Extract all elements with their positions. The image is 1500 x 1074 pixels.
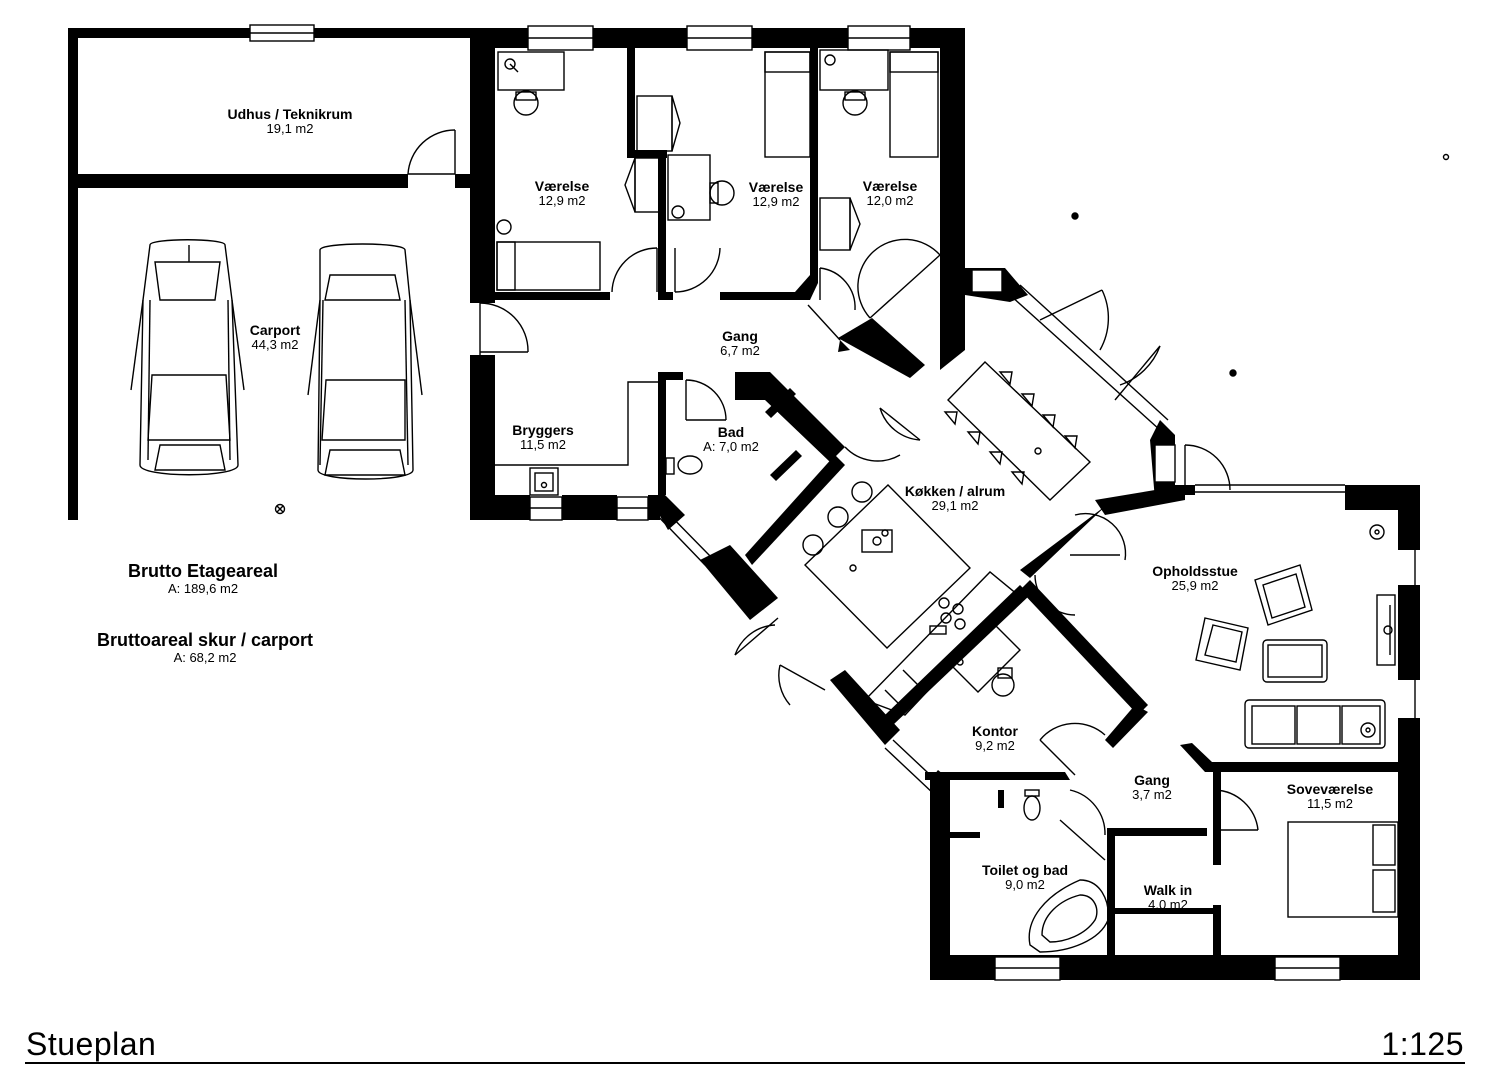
kitchen-walls — [830, 268, 1185, 745]
drawing-scale: 1:125 — [1381, 1026, 1464, 1062]
south-wing-walls — [930, 765, 1420, 981]
dining-table — [943, 361, 1092, 501]
room-area: 25,9 m2 — [1171, 578, 1219, 594]
room-area: 12,0 m2 — [866, 193, 914, 209]
footer-rule — [25, 1062, 1465, 1064]
room-name: Toilet og bad — [981, 862, 1069, 878]
room-area: A: 7,0 m2 — [703, 439, 759, 455]
room-label-bad: Bad A: 7,0 m2 — [703, 424, 759, 455]
living-door — [1034, 444, 1231, 616]
room-label-vaerelse-2: Værelse 12,9 m2 — [749, 179, 803, 210]
carport-drain — [274, 503, 286, 515]
bedroom-furniture — [496, 49, 939, 291]
bedroom-doors — [611, 238, 941, 341]
room-label-carport: Carport 44,3 m2 — [250, 322, 301, 353]
room-name: Køkken / alrum — [904, 483, 1006, 499]
room-name: Gang — [722, 328, 758, 344]
car-right — [307, 243, 423, 480]
bryggers-bad-walls — [648, 372, 845, 620]
room-label-walkin: Walk in 4,0 m2 — [1144, 882, 1193, 913]
north-wing-walls — [470, 25, 965, 521]
room-area: 9,0 m2 — [1005, 877, 1045, 893]
bryggers-exterior-door — [479, 302, 529, 355]
room-label-udhus: Udhus / Teknikrum 19,1 m2 — [228, 106, 353, 137]
office-furniture — [947, 619, 1021, 697]
drawing-title: Stueplan — [26, 1026, 157, 1062]
room-label-bryggers: Bryggers 11,5 m2 — [512, 422, 573, 453]
room-name: Carport — [249, 322, 301, 338]
room-area: 44,3 m2 — [251, 337, 299, 353]
udhus-door — [407, 129, 456, 175]
room-label-opholdsstue: Opholdsstue 25,9 m2 — [1152, 563, 1238, 594]
room-area: 9,2 m2 — [975, 738, 1015, 754]
bedroom-walls — [495, 48, 965, 370]
room-area: 11,5 m2 — [1306, 796, 1353, 812]
summary-area: A: 189,6 m2 — [167, 580, 239, 596]
room-area: 29,1 m2 — [931, 498, 979, 514]
kitchen-island — [802, 481, 971, 649]
room-area: 19,1 m2 — [266, 121, 314, 137]
car-left — [130, 239, 245, 476]
room-area: 4,0 m2 — [1148, 897, 1188, 913]
room-name: Bryggers — [512, 422, 574, 438]
living-furniture — [1195, 524, 1396, 749]
bed — [1287, 821, 1399, 918]
exterior-markers — [1071, 153, 1450, 377]
living-walls — [1020, 484, 1420, 980]
room-name: Værelse — [748, 179, 804, 195]
room-name: Walk in — [1143, 882, 1193, 898]
room-label-vaerelse-3: Værelse 12,0 m2 — [863, 178, 917, 209]
office-door — [1039, 722, 1106, 776]
room-area: 6,7 m2 — [720, 343, 760, 359]
office-walls — [885, 585, 1070, 780]
room-area: 3,7 m2 — [1132, 787, 1172, 803]
room-label-sovevaerelse: Soveværelse 11,5 m2 — [1287, 781, 1373, 812]
room-label-koekken: Køkken / alrum 29,1 m2 — [905, 483, 1005, 514]
summary-brutto: Brutto Etageareal A: 189,6 m2 — [128, 561, 278, 597]
room-area: 12,9 m2 — [538, 193, 586, 209]
room-name: Gang — [1134, 772, 1170, 788]
room-label-gang-1: Gang 6,7 m2 — [720, 328, 760, 359]
room-name: Soveværelse — [1286, 781, 1374, 797]
room-name: Bad — [717, 424, 745, 440]
room-name: Værelse — [862, 178, 918, 194]
bryggers-fixtures — [495, 381, 658, 496]
summary-area: A: 68,2 m2 — [173, 649, 237, 665]
room-area: 11,5 m2 — [519, 437, 566, 453]
summary-title: Bruttoareal skur / carport — [96, 630, 314, 650]
bath-fixtures — [1023, 789, 1109, 953]
gang-door-kitchen — [844, 407, 921, 462]
summary-skur: Bruttoareal skur / carport A: 68,2 m2 — [97, 630, 313, 666]
room-name: Opholdsstue — [1152, 563, 1238, 579]
room-name: Værelse — [534, 178, 590, 194]
room-label-gang-2: Gang 3,7 m2 — [1132, 772, 1172, 803]
bad-fixtures — [665, 379, 727, 475]
room-name: Udhus / Teknikrum — [227, 106, 353, 122]
room-label-vaerelse-1: Værelse 12,9 m2 — [535, 178, 589, 209]
room-area: 12,9 m2 — [752, 194, 800, 210]
gang-walls — [838, 318, 925, 378]
south-wing-doors — [1059, 789, 1259, 861]
room-name: Kontor — [972, 723, 1018, 739]
room-label-kontor: Kontor 9,2 m2 — [972, 723, 1018, 754]
summary-title: Brutto Etageareal — [127, 561, 279, 581]
udhus-walls — [68, 24, 480, 520]
room-label-toilet: Toilet og bad 9,0 m2 — [982, 862, 1068, 893]
